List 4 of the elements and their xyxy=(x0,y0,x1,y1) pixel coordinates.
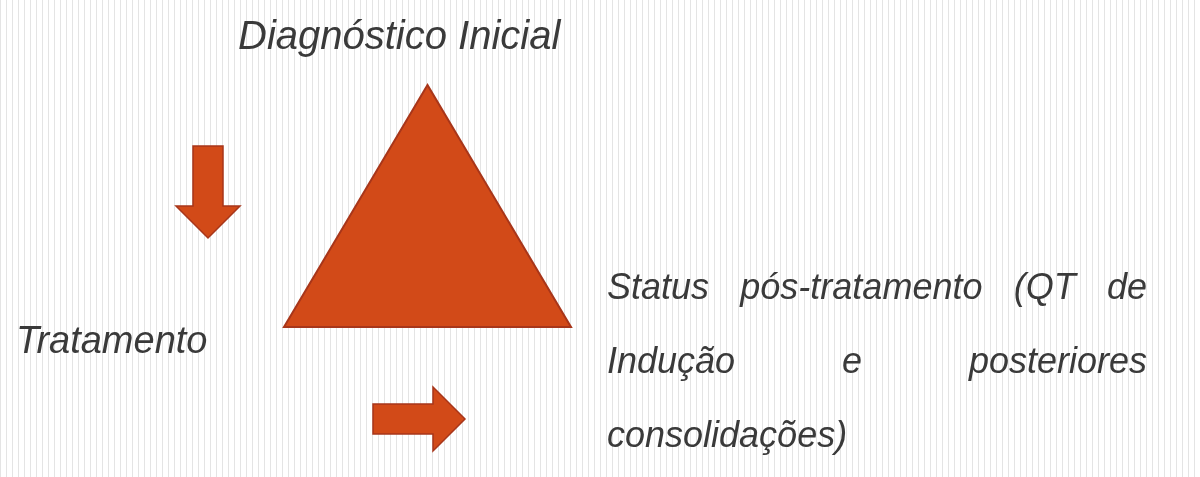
node-label: Status pós-tratamento (QT de Indução e posteriores consolidações) xyxy=(607,250,1147,472)
triangle xyxy=(282,83,573,328)
node-label: Diagnóstico Inicial xyxy=(238,8,561,62)
node-label: Tratamento xyxy=(16,314,208,366)
